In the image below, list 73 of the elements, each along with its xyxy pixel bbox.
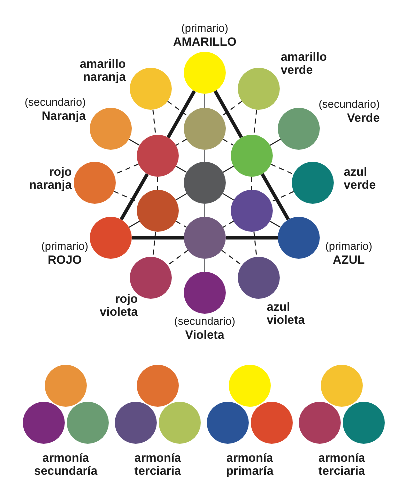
color-circle: [115, 402, 157, 444]
connector-line: [222, 166, 234, 174]
triangle-line: [166, 90, 196, 139]
color-name-label: azul verde: [344, 166, 378, 192]
color-name-label: AZUL: [332, 254, 366, 267]
dashed-connector-line: [152, 231, 156, 258]
color-category-label: (secundario): [24, 97, 86, 110]
dashed-connector-line: [176, 220, 188, 228]
dashed-connector-line: [270, 164, 294, 175]
color-circle: [207, 402, 249, 444]
connector-line: [128, 138, 140, 146]
color-circle: [184, 162, 226, 204]
color-circle: [321, 365, 363, 407]
color-name-label: AMARILLO: [172, 36, 238, 49]
color-name-label: amarillo verde: [281, 51, 328, 77]
connector-line: [128, 220, 140, 228]
connector-line: [204, 204, 206, 218]
dashed-connector-line: [167, 101, 189, 117]
harmony-label: armonía primaría: [225, 452, 275, 478]
color-circle: [229, 365, 271, 407]
color-circle: [137, 365, 179, 407]
color-circle: [137, 135, 179, 177]
connector-line: [204, 258, 206, 272]
color-circle: [45, 365, 87, 407]
color-circle: [231, 190, 273, 232]
color-circle: [184, 217, 226, 259]
triangle-line: [226, 236, 278, 240]
harmony-label: armonía terciaria: [134, 452, 182, 478]
harmony-label: armonía terciaria: [318, 452, 366, 478]
color-name-label: azul violeta: [267, 301, 306, 327]
color-name-label: rojo naranja: [28, 166, 72, 192]
dashed-connector-line: [222, 220, 234, 228]
color-name-label: amarillo naranja: [78, 58, 126, 84]
color-name-label: ROJO: [46, 254, 83, 267]
color-name-label: Verde: [346, 112, 380, 125]
color-circle: [343, 402, 385, 444]
connector-line: [176, 193, 188, 201]
color-name-label: Violeta: [184, 329, 226, 342]
dashed-connector-line: [221, 101, 243, 117]
color-circle: [184, 108, 226, 150]
dashed-connector-line: [270, 191, 294, 203]
color-circle: [251, 402, 293, 444]
color-circle: [159, 402, 201, 444]
color-category-label: (secundario): [318, 99, 380, 112]
dashed-connector-line: [254, 109, 258, 136]
connector-line: [204, 150, 206, 162]
dashed-connector-line: [221, 250, 243, 266]
connector-line: [270, 220, 282, 228]
triangle-line: [132, 236, 184, 240]
color-name-label: Naranja: [40, 110, 86, 123]
color-circle: [231, 135, 273, 177]
triangle-line: [214, 90, 244, 139]
color-circle: [137, 190, 179, 232]
connector-line: [222, 193, 234, 201]
connector-line: [270, 138, 282, 146]
color-circle: [67, 402, 109, 444]
dashed-connector-line: [254, 231, 258, 258]
color-category-label: (primario): [324, 241, 374, 254]
triangle-line: [120, 173, 150, 221]
color-category-label: (primario): [180, 23, 230, 36]
color-circle: [299, 402, 341, 444]
color-circle: [23, 402, 65, 444]
dashed-connector-line: [167, 250, 189, 266]
harmony-label: armonía secundaría: [33, 452, 99, 478]
color-name-label: rojo violeta: [98, 293, 138, 319]
dashed-connector-line: [152, 109, 156, 136]
triangle-line: [260, 173, 290, 221]
dashed-connector-line: [222, 138, 234, 146]
color-category-label: (secundario): [173, 316, 237, 329]
color-category-label: (primario): [40, 241, 90, 254]
connector-line: [176, 166, 188, 174]
connector-line: [204, 94, 206, 108]
dashed-connector-line: [176, 138, 188, 146]
